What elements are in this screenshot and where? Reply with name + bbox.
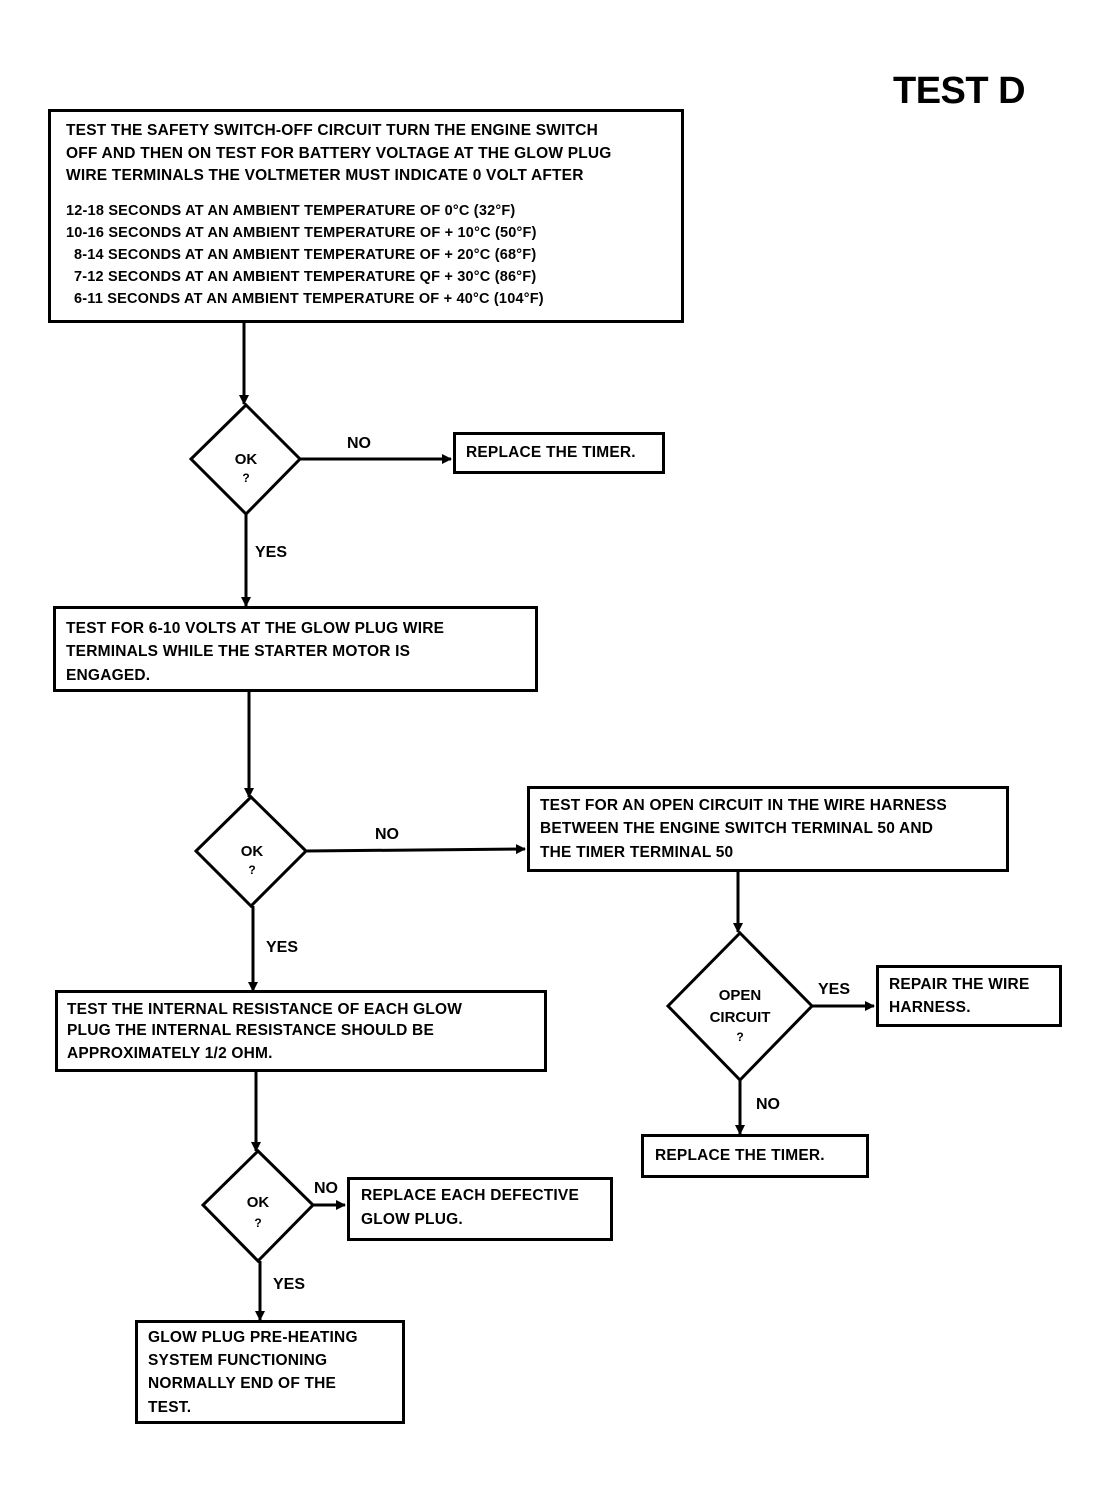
decision4-label-circuit: CIRCUIT <box>709 1009 771 1026</box>
decision4-diamond <box>665 930 815 1083</box>
open-circuit-line-3: THE TIMER TERMINAL 50 <box>540 844 734 861</box>
replace-timer-box-1 <box>453 432 665 474</box>
open-circuit-line-2: BETWEEN THE ENGINE SWITCH TERMINAL 50 AN… <box>540 820 934 837</box>
repair-harness-box <box>876 965 1062 1027</box>
voltage-test-box <box>53 606 538 692</box>
box1-temp-2: 10-16 SECONDS AT AN AMBIENT TEMPERATURE … <box>66 225 537 241</box>
decision4-question: ? <box>736 1030 744 1044</box>
decision1-question: ? <box>242 471 250 485</box>
open-circuit-line-1: TEST FOR AN OPEN CIRCUIT IN THE WIRE HAR… <box>540 797 947 814</box>
box1-temp-4: 7-12 SECONDS AT AN AMBIENT TEMPERATURE Q… <box>74 269 537 285</box>
decision2-question: ? <box>248 863 256 877</box>
repair-line-2: HARNESS. <box>889 999 971 1016</box>
decision3-yes-label: YES <box>273 1276 306 1293</box>
box1-line-3: WIRE TERMINALS THE VOLTMETER MUST INDICA… <box>66 167 584 184</box>
decision4-label-open: OPEN <box>718 987 762 1004</box>
decision2-yes-label: YES <box>266 939 299 956</box>
box2-line-2: TERMINALS WHILE THE STARTER MOTOR IS <box>66 643 411 660</box>
page-title: TEST D <box>893 70 1026 112</box>
decision1-label: OK <box>234 451 258 468</box>
decision3-question: ? <box>254 1216 262 1230</box>
decision3-diamond <box>200 1148 316 1264</box>
end-of-test-box <box>135 1320 405 1424</box>
box1-line-1: TEST THE SAFETY SWITCH-OFF CIRCUIT TURN … <box>66 122 599 139</box>
safety-switch-test-box <box>48 109 684 323</box>
box1-line-2: OFF AND THEN ON TEST FOR BATTERY VOLTAGE… <box>66 145 612 162</box>
box1-temp-5: 6-11 SECONDS AT AN AMBIENT TEMPERATURE O… <box>74 291 544 307</box>
replace-timer-2-text: REPLACE THE TIMER. <box>655 1147 825 1164</box>
decision3-label: OK <box>246 1194 270 1211</box>
decision2-label: OK <box>240 843 264 860</box>
decision2-no-label: NO <box>375 826 399 843</box>
replace-glow-plug-box <box>347 1177 613 1241</box>
replace-timer-1-text: REPLACE THE TIMER. <box>466 444 636 461</box>
decision1-yes-label: YES <box>255 544 288 561</box>
resistance-test-box <box>55 990 547 1072</box>
end-line-3: NORMALLY END OF THE <box>148 1375 337 1392</box>
end-line-1: GLOW PLUG PRE-HEATING <box>148 1329 358 1346</box>
box3-line-2: PLUG THE INTERNAL RESISTANCE SHOULD BE <box>67 1022 434 1039</box>
decision2-diamond <box>193 794 309 909</box>
end-line-4: TEST. <box>148 1399 192 1416</box>
decision1-diamond <box>188 402 303 517</box>
decision4-no-label: NO <box>756 1096 780 1113</box>
open-circuit-test-box <box>527 786 1009 872</box>
decision1-no-label: NO <box>347 435 371 452</box>
decision4-yes-label: YES <box>818 981 851 998</box>
box2-line-3: ENGAGED. <box>66 667 151 684</box>
box3-line-3: APPROXIMATELY 1/2 OHM. <box>67 1045 273 1062</box>
box2-line-1: TEST FOR 6-10 VOLTS AT THE GLOW PLUG WIR… <box>66 620 445 637</box>
box3-line-1: TEST THE INTERNAL RESISTANCE OF EACH GLO… <box>67 1001 463 1018</box>
decision3-no-label: NO <box>314 1180 338 1197</box>
box1-temp-3: 8-14 SECONDS AT AN AMBIENT TEMPERATURE O… <box>74 247 537 263</box>
box1-temp-1: 12-18 SECONDS AT AN AMBIENT TEMPERATURE … <box>66 203 516 219</box>
replace-timer-box-2 <box>641 1134 869 1178</box>
end-line-2: SYSTEM FUNCTIONING <box>148 1352 328 1369</box>
repair-line-1: REPAIR THE WIRE <box>889 976 1030 993</box>
replace-plug-line-1: REPLACE EACH DEFECTIVE <box>361 1187 579 1204</box>
arrow-decision2-no <box>305 844 526 855</box>
replace-plug-line-2: GLOW PLUG. <box>361 1211 463 1228</box>
